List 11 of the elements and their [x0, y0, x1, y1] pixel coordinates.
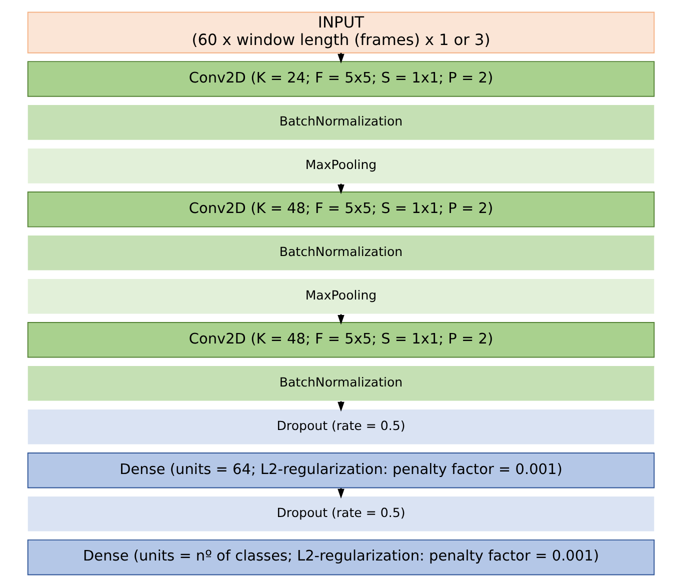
node-box: Dense (units = nº of classes; L2-regularization: penalty factor = 0.001) [26, 539, 654, 576]
node-box: BatchNormalization [27, 236, 654, 270]
node-box: Dropout (rate = 0.5) [27, 496, 654, 532]
node-box: Dropout (rate = 0.5) [27, 409, 654, 444]
node-box: Conv2D (K = 48; F = 5x5; S = 1x1; P = 2) [26, 192, 654, 228]
node-box: MaxPooling [27, 279, 654, 314]
node-box: BatchNormalization [27, 105, 654, 140]
node-box: Conv2D (K = 48; F = 5x5; S = 1x1; P = 2) [26, 322, 654, 358]
node-box: BatchNormalization [27, 366, 654, 401]
node-box: MaxPooling [27, 148, 654, 184]
node-box: Conv2D (K = 24; F = 5x5; S = 1x1; P = 2) [26, 61, 654, 97]
